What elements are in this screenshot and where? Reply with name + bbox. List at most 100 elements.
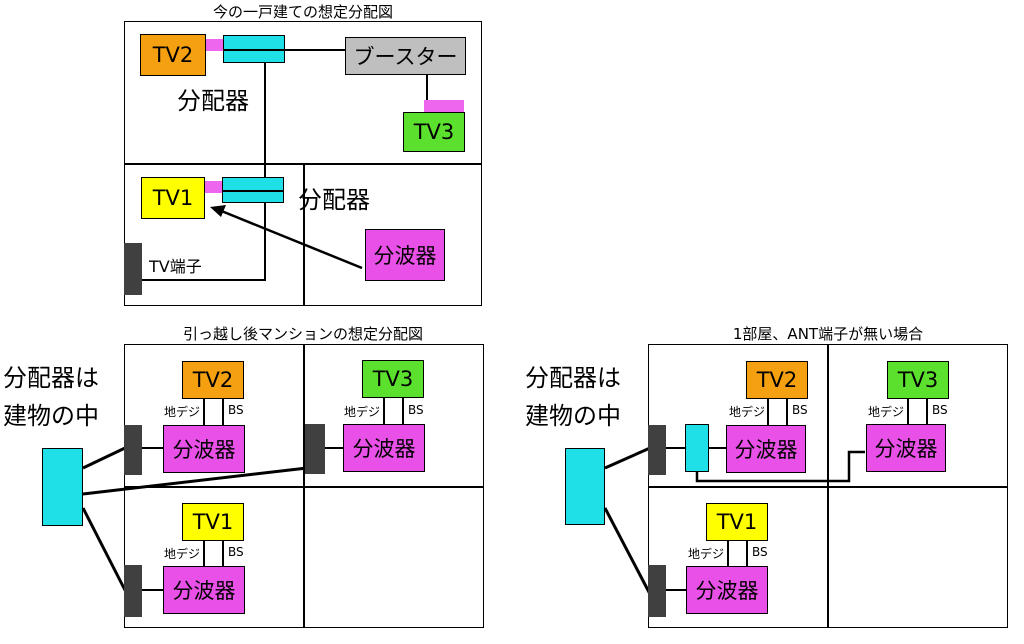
d1-wire-terminal	[142, 279, 266, 281]
d1-tv2-label: TV2	[152, 43, 194, 67]
d1-tv2: TV2	[140, 34, 206, 76]
d2-wire-to-tv1-terminal	[81, 507, 130, 597]
d2-wire-terminal-filter-tv1	[142, 589, 164, 591]
d1-wire-booster-tv3	[426, 75, 428, 101]
d3-tv2-cable-left	[767, 399, 769, 426]
d1-booster-label: ブースター	[353, 45, 458, 69]
d3-filter-tv1: 分波器	[686, 566, 768, 614]
d3-side-label-1: 分配器は	[525, 364, 621, 392]
d2-tv3-label: TV3	[372, 367, 414, 391]
d3-tv3-cable-right	[926, 399, 928, 425]
d2-tv3-cable-left	[383, 398, 385, 425]
d1-lower-splitter-port	[222, 190, 284, 192]
d1-booster: ブースター	[345, 37, 466, 75]
d3-filter-tv2-label: 分波器	[734, 438, 798, 462]
d3-tv1: TV1	[706, 503, 768, 541]
diagram1-v-divider	[303, 163, 305, 306]
d2-tv2-cable-left	[203, 399, 205, 426]
d2-tv1-digital-label: 地デジ	[164, 547, 201, 561]
d1-wire-splitter-down	[264, 57, 266, 280]
d3-side-label-2: 建物の中	[525, 402, 621, 430]
d1-filter: 分波器	[365, 229, 445, 281]
d2-side-label-2: 建物の中	[3, 402, 99, 430]
diagram2-title: 引っ越し後マンションの想定分配図	[182, 325, 423, 343]
d2-tv3: TV3	[362, 360, 424, 398]
d3-tv3: TV3	[887, 361, 949, 399]
d2-tv1-label: TV1	[192, 510, 234, 534]
d2-terminal-tv1	[124, 565, 142, 617]
d3-tv3-cable-left	[907, 399, 909, 425]
d2-filter-tv1: 分波器	[163, 566, 245, 614]
d2-filter-tv3: 分波器	[343, 424, 425, 472]
d3-tv3-label: TV3	[897, 368, 939, 392]
d3-tv1-cable-right	[746, 541, 748, 567]
d3-terminal-upper	[648, 425, 666, 475]
d2-tv1: TV1	[182, 503, 244, 541]
d3-filter-tv2: 分波器	[726, 425, 806, 473]
d3-wire-to-upper-terminal	[604, 446, 651, 470]
d1-upper-splitter-label: 分配器	[177, 87, 249, 115]
d1-tv3-label: TV3	[413, 120, 455, 144]
d1-filter-to-tv1-arrow	[218, 208, 363, 270]
d2-tv2-label: TV2	[192, 368, 234, 392]
d3-wire-terminal-filter-tv1	[666, 589, 687, 591]
d1-tv-terminal	[124, 243, 142, 295]
d2-building-splitter	[42, 448, 83, 526]
d2-filter-tv2: 分波器	[163, 425, 245, 473]
d1-tv3: TV3	[403, 112, 465, 152]
d1-arrowhead	[210, 205, 226, 217]
d3-tv1-bs-label: BS	[752, 545, 768, 559]
d3-wire-terminal-room-splitter	[666, 447, 686, 449]
d1-lower-splitter-label: 分配器	[298, 186, 370, 214]
d3-terminal-lower	[648, 565, 666, 617]
d2-terminal-tv2	[124, 425, 142, 475]
d3-wire-room-splitter-to-tv3	[695, 450, 865, 483]
diagram3-v-divider	[827, 344, 829, 628]
d2-filter-tv2-label: 分波器	[172, 438, 236, 462]
d3-tv3-bs-label: BS	[932, 403, 948, 417]
d2-terminal-tv3	[305, 424, 325, 474]
d2-tv3-digital-label: 地デジ	[344, 405, 381, 419]
d3-wire-to-lower-terminal	[603, 507, 653, 597]
d2-tv3-cable-right	[402, 398, 404, 425]
d3-building-splitter	[565, 448, 605, 525]
d2-tv2-cable-right	[222, 399, 224, 426]
d1-terminal-label: TV端子	[149, 257, 202, 276]
d3-tv2-digital-label: 地デジ	[729, 405, 766, 419]
diagram2-v-divider	[303, 344, 305, 628]
d2-filter-tv3-label: 分波器	[352, 437, 416, 461]
d2-tv2-bs-label: BS	[228, 403, 244, 417]
d3-tv1-label: TV1	[716, 510, 758, 534]
d2-wire-terminal-filter-tv3	[325, 447, 344, 449]
d2-tv1-bs-label: BS	[228, 545, 244, 559]
d1-wire-splitter-booster	[284, 49, 346, 51]
d2-tv1-cable-right	[222, 541, 224, 567]
d2-side-label-1: 分配器は	[3, 364, 99, 392]
d3-tv1-digital-label: 地デジ	[688, 547, 725, 561]
d1-filter-label: 分波器	[373, 244, 437, 268]
d1-tv1-connector	[205, 181, 223, 193]
diagram1-title: 今の一戸建ての想定分配図	[212, 3, 393, 21]
d2-filter-tv1-label: 分波器	[172, 579, 236, 603]
d1-tv3-connector	[424, 100, 464, 112]
d3-filter-tv3: 分波器	[866, 424, 946, 472]
d2-tv3-bs-label: BS	[408, 403, 424, 417]
d3-tv2-bs-label: BS	[792, 403, 808, 417]
d3-wire-room-splitter-filter-tv2	[709, 447, 727, 449]
d3-tv2-label: TV2	[756, 368, 798, 392]
d2-wire-terminal-filter-tv2	[142, 447, 164, 449]
d2-tv2: TV2	[182, 361, 244, 399]
d1-tv1-label: TV1	[152, 186, 194, 210]
d3-filter-tv3-label: 分波器	[874, 437, 938, 461]
d1-tv2-connector	[206, 39, 224, 51]
d1-upper-splitter-port	[223, 49, 285, 51]
d3-filter-tv1-label: 分波器	[695, 579, 759, 603]
d3-tv1-cable-left	[727, 541, 729, 567]
d2-tv1-cable-left	[203, 541, 205, 567]
d3-room-splitter	[685, 424, 709, 472]
d1-tv1: TV1	[141, 177, 205, 219]
d3-tv2-cable-right	[786, 399, 788, 426]
